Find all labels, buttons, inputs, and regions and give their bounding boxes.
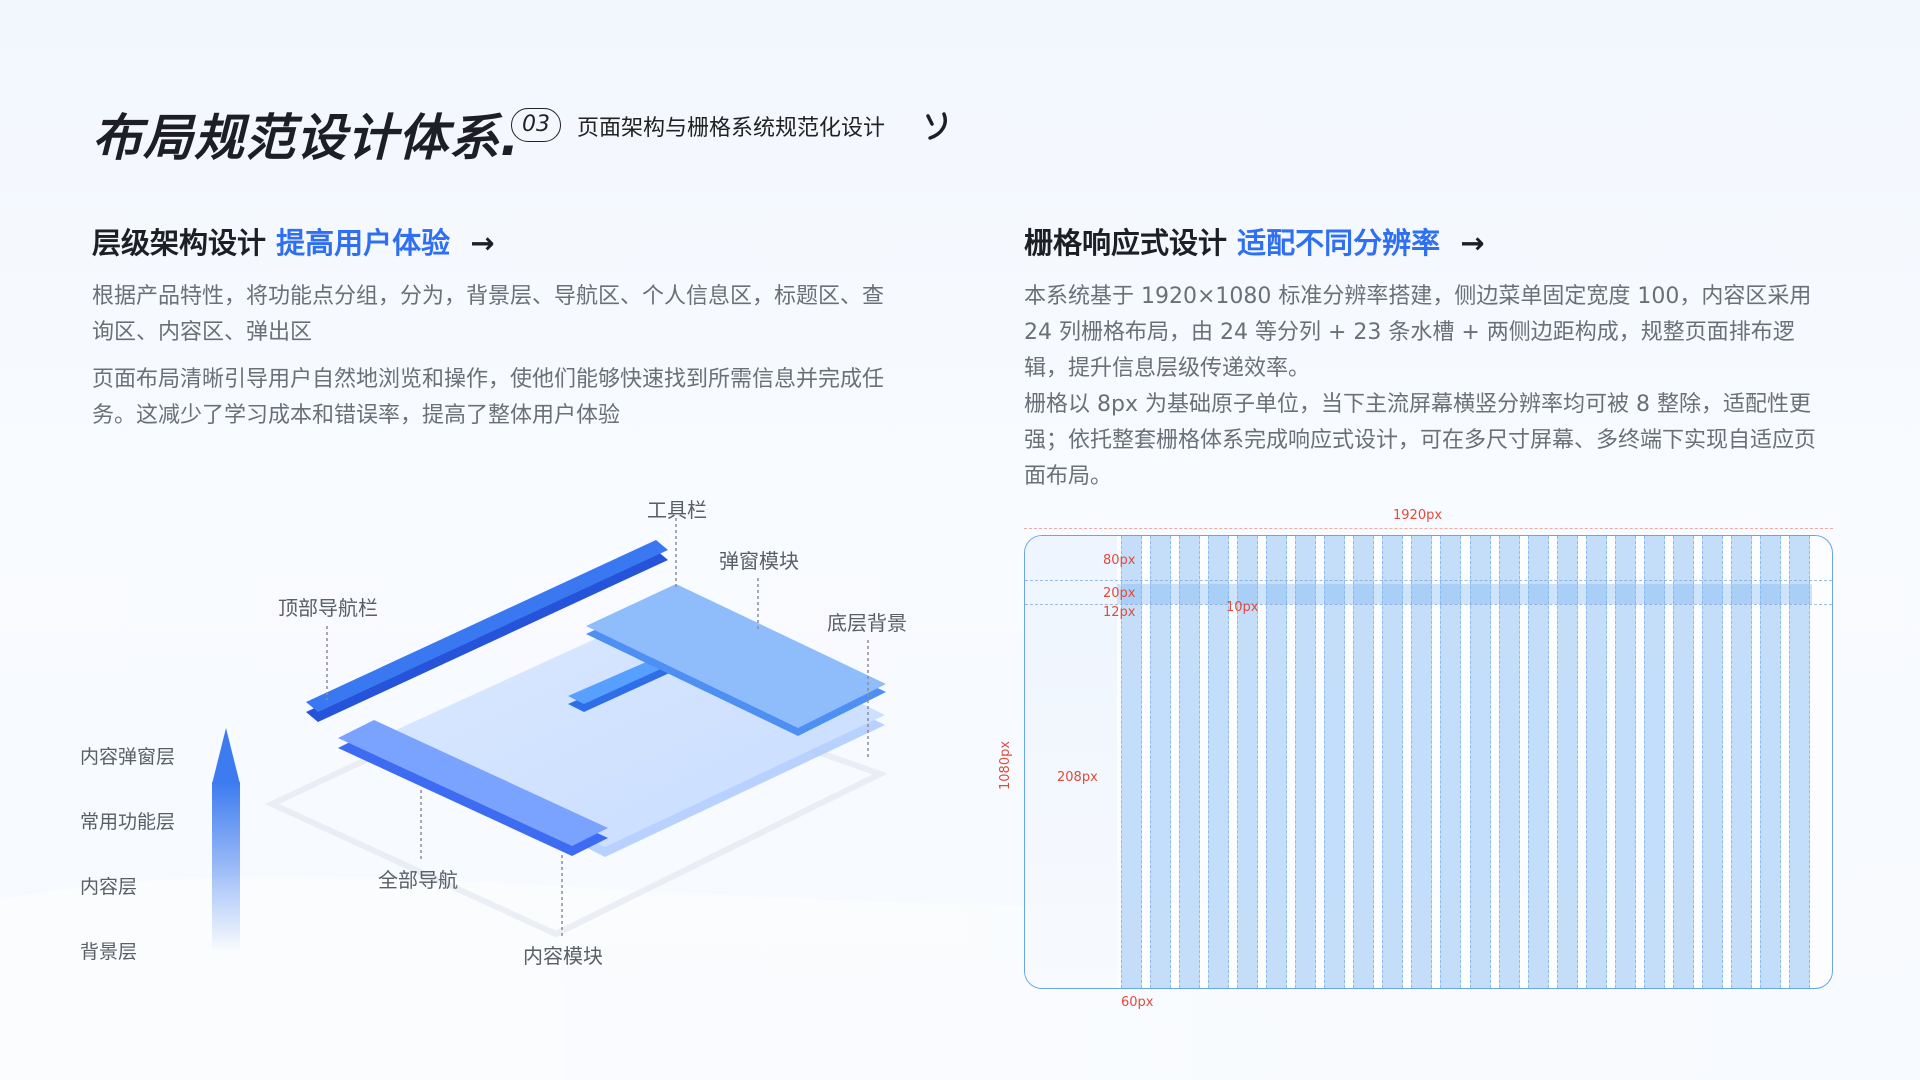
grid-column <box>1121 536 1143 988</box>
grid-layout-figure <box>1024 535 1833 989</box>
left-section-heading: 层级架构设计 提高用户体验 → <box>92 220 495 262</box>
label-top-nav: 顶部导航栏 <box>278 596 378 620</box>
grid-guide-line <box>1025 604 1832 605</box>
right-paragraph-1: 本系统基于 1920×1080 标准分辨率搭建，侧边菜单固定宽度 100，内容区… <box>1024 284 1812 381</box>
layer-up-arrow <box>212 728 240 952</box>
dim-width-label: 1920px <box>1393 508 1443 523</box>
grid-column <box>1382 536 1404 988</box>
page-title-text: 布局规范设计体系 <box>92 109 500 167</box>
grid-column <box>1701 536 1723 988</box>
grid-column <box>1208 536 1230 988</box>
layer-label-function: 常用功能层 <box>80 811 176 833</box>
grid-column <box>1411 536 1433 988</box>
grid-header-band <box>1117 584 1812 604</box>
grid-column <box>1440 536 1462 988</box>
dim-gap-label: 12px <box>1103 605 1136 620</box>
top-nav-bar <box>306 540 668 722</box>
right-paragraph-2: 栅格以 8px 为基础原子单位，当下主流屏幕横竖分辨率均可被 8 整除，适配性更… <box>1024 392 1817 489</box>
label-bottom-bg: 底层背景 <box>827 611 907 635</box>
section-number-badge: 03 <box>511 108 561 142</box>
left-paragraph-1: 根据产品特性，将功能点分组，分为，背景层、导航区、个人信息区，标题区、查询区、内… <box>92 284 885 345</box>
grid-column <box>1788 536 1810 988</box>
layer-label-popup: 内容弹窗层 <box>80 746 176 768</box>
arrow-right-icon: → <box>1460 226 1485 260</box>
grid-column <box>1150 536 1172 988</box>
label-toolbar: 工具栏 <box>647 498 707 522</box>
right-heading-main: 栅格响应式设计 <box>1024 226 1228 260</box>
layer-label-background: 背景层 <box>80 941 138 963</box>
leader-lines <box>326 518 869 938</box>
wave-logo-icon <box>926 112 947 140</box>
grid-column <box>1324 536 1346 988</box>
grid-column <box>1759 536 1781 988</box>
label-popup-module: 弹窗模块 <box>719 549 799 573</box>
dim-header-label: 80px <box>1103 553 1136 568</box>
grid-column <box>1498 536 1520 988</box>
grid-column <box>1614 536 1636 988</box>
grid-column <box>1556 536 1578 988</box>
dim-gutter-label: 10px <box>1226 600 1259 615</box>
label-content-module: 内容模块 <box>523 944 603 968</box>
arrow-right-icon: → <box>470 226 495 260</box>
page-title: 布局规范设计体系. <box>92 98 520 170</box>
right-section-heading: 栅格响应式设计 适配不同分辨率 → <box>1024 220 1485 262</box>
dim-height-label: 1080px <box>998 740 1013 790</box>
label-all-nav: 全部导航 <box>378 868 458 892</box>
left-heading-highlight: 提高用户体验 <box>276 226 451 260</box>
layer-label-content: 内容层 <box>80 876 138 898</box>
dim-band-label: 20px <box>1103 586 1136 601</box>
grid-column <box>1353 536 1375 988</box>
grid-column <box>1237 536 1259 988</box>
grid-guide-line <box>1025 580 1832 581</box>
grid-column <box>1730 536 1752 988</box>
dim-sidebar-label: 208px <box>1057 770 1098 785</box>
grid-column <box>1643 536 1665 988</box>
toolbar-bar <box>568 656 676 712</box>
left-heading-main: 层级架构设计 <box>92 226 267 260</box>
left-paragraph-2: 页面布局清晰引导用户自然地浏览和操作，使他们能够快速找到所需信息并完成任务。这减… <box>92 367 885 428</box>
all-nav-bar <box>338 720 608 856</box>
grid-sidebar-area <box>1025 536 1117 988</box>
grid-column <box>1469 536 1491 988</box>
dim-margin-label: 60px <box>1121 995 1154 1010</box>
grid-column <box>1585 536 1607 988</box>
grid-column <box>1179 536 1201 988</box>
grid-column <box>1672 536 1694 988</box>
right-heading-highlight: 适配不同分辨率 <box>1237 226 1441 260</box>
popup-plate <box>586 584 886 736</box>
page-subtitle: 页面架构与栅格系统规范化设计 <box>577 116 886 141</box>
grid-column <box>1527 536 1549 988</box>
grid-column <box>1266 536 1288 988</box>
dim-width-line <box>1024 528 1833 529</box>
grid-column <box>1295 536 1317 988</box>
